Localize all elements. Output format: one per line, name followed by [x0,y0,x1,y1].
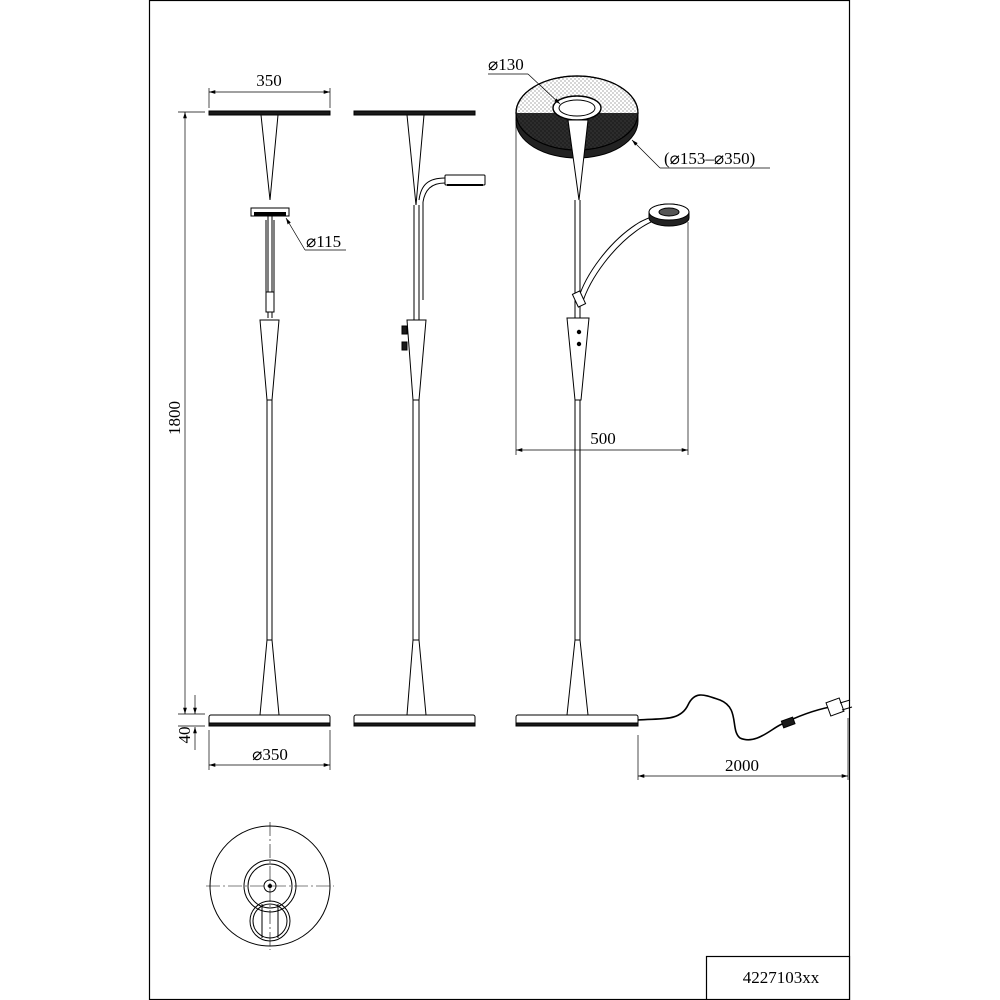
dim-cable-length-label: 2000 [725,756,759,775]
dim-reader-diameter-label: ⌀115 [306,232,341,251]
dim-uplight-diameter-label: ⌀130 [488,55,524,74]
title-block: 4227103xx [705,955,851,1000]
dim-reader-diameter: ⌀115 [285,217,346,251]
dim-height: 1800 [165,111,205,715]
perspective-view [515,75,853,741]
dim-diffuser-range-label: (⌀153–⌀350) [664,149,755,168]
side-view [353,110,486,727]
dim-diffuser-range: (⌀153–⌀350) [631,139,770,169]
dim-head-width-label: 350 [256,71,282,90]
dim-base-height: 40 [175,695,205,750]
front-view [208,110,331,727]
top-view [206,822,334,950]
dim-cable-length: 2000 [637,718,849,780]
dim-height-label: 1800 [165,401,184,435]
dim-reach: 500 [515,122,689,455]
dim-reach-label: 500 [590,429,616,448]
dim-base-height-label: 40 [175,727,194,744]
dim-uplight-diameter: ⌀130 [488,55,561,105]
dim-base-diameter-label: ⌀350 [252,745,288,764]
dim-head-width: 350 [208,71,331,108]
dim-base-diameter: ⌀350 [208,730,331,770]
product-code: 4227103xx [743,968,820,987]
